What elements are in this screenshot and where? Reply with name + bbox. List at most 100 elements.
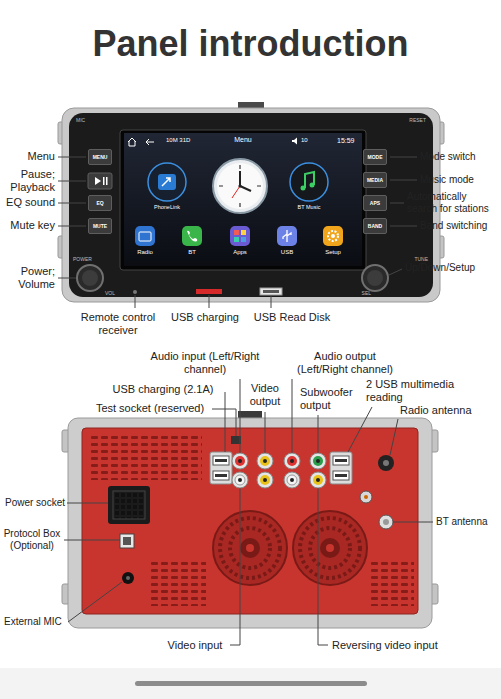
rear-housing <box>293 511 367 585</box>
rear-housing <box>215 459 227 462</box>
front-panel <box>240 186 251 191</box>
front-panel <box>82 270 98 286</box>
front-panel <box>305 172 314 188</box>
rear-housing <box>378 455 394 471</box>
callout-label: 2 USB multimedia reading <box>366 378 461 404</box>
page-title: Panel introduction <box>92 22 408 65</box>
leader-line <box>135 295 136 308</box>
leader-line <box>58 203 86 204</box>
leader-line <box>212 409 236 436</box>
callout-label: Test socket (reserved) <box>96 402 204 415</box>
panel-marking: TUNE <box>414 256 428 262</box>
front-panel <box>292 138 297 145</box>
rear-housing <box>232 453 248 469</box>
rear-housing <box>333 471 349 480</box>
callout-label: External MIC <box>4 616 62 628</box>
leader-line <box>209 295 210 308</box>
front-panel <box>230 226 250 246</box>
front-panel <box>196 289 222 294</box>
front-panel <box>128 138 136 146</box>
panel-marking: RESET <box>409 117 426 123</box>
callout-label: Band switching <box>420 220 487 232</box>
rear-housing <box>257 472 273 488</box>
leader-line <box>68 582 122 622</box>
rear-housing <box>246 544 254 552</box>
rear-housing <box>240 538 260 558</box>
panel-button: EQ <box>88 195 112 211</box>
screen-text: 10 <box>301 137 308 144</box>
front-panel <box>77 265 103 291</box>
rear-housing <box>238 478 242 482</box>
app-label: Radio <box>137 249 153 256</box>
app-label: Apps <box>233 249 247 256</box>
front-panel <box>95 177 101 185</box>
rear-housing <box>335 474 347 477</box>
front-panel <box>232 186 240 198</box>
rear-housing <box>330 452 352 484</box>
leader-line <box>390 157 417 158</box>
leader-line <box>58 157 86 158</box>
front-panel <box>133 290 137 294</box>
button-label: MUTE <box>93 224 107 229</box>
front-panel <box>148 163 186 201</box>
rear-housing <box>263 478 267 482</box>
bottom-bar <box>0 668 501 699</box>
front-panel <box>260 288 282 295</box>
rear-housing <box>220 518 280 578</box>
button-label: MEDIA <box>367 178 383 183</box>
leader-line <box>67 503 108 504</box>
leader-line <box>389 269 402 275</box>
front-panel <box>69 113 433 297</box>
leader-line <box>64 379 433 645</box>
rear-housing <box>379 515 393 529</box>
callout-label: Music mode <box>420 174 474 186</box>
front-panel <box>310 183 315 188</box>
button-label: MENU <box>93 155 108 160</box>
screen-text: BT Music <box>298 204 321 211</box>
callout-label: Power; Volume <box>3 265 55 291</box>
rear-housing <box>150 562 206 606</box>
front-panel <box>106 177 108 185</box>
rear-housing <box>383 460 389 466</box>
bottom-bar <box>0 668 501 699</box>
front-panel <box>162 178 170 186</box>
rear-housing <box>316 459 320 463</box>
callout-label: USB charging <box>171 311 239 324</box>
leader-line <box>230 488 240 645</box>
rear-housing <box>257 453 273 469</box>
screen-text: 15:59 <box>337 137 355 145</box>
rear-housing <box>300 518 360 578</box>
leader-line <box>271 296 272 308</box>
front-panel <box>219 165 261 207</box>
rear-housing <box>210 452 232 484</box>
rear-housing <box>370 562 414 606</box>
rear-housing <box>310 453 326 469</box>
panel-button: MENU <box>88 149 112 165</box>
front-panel <box>146 139 154 145</box>
callout-label: Automatically search for stations <box>407 191 495 215</box>
rear-housing <box>108 486 150 524</box>
front-panel <box>88 173 112 189</box>
leader-line <box>390 419 398 455</box>
rear-housing <box>235 456 245 466</box>
rear-housing <box>213 471 229 480</box>
leader-line <box>390 226 417 227</box>
callout-label: Remote control receiver <box>73 311 163 337</box>
rear-housing <box>90 436 202 480</box>
front-panel <box>124 133 362 266</box>
front-panel <box>213 159 267 213</box>
rear-housing <box>122 572 134 584</box>
rear-housing <box>123 537 131 545</box>
front-panel <box>277 226 297 246</box>
bottom-bar <box>135 681 367 686</box>
callout-label: Mode switch <box>420 151 476 163</box>
front-panel <box>120 130 366 270</box>
rear-housing <box>82 428 418 614</box>
rear-housing <box>113 491 145 519</box>
rear-housing <box>333 456 349 465</box>
front-panel <box>58 102 444 302</box>
callout-label: Menu <box>27 150 55 163</box>
front-panel <box>139 232 151 241</box>
callout-label: USB Read Disk <box>254 311 330 324</box>
